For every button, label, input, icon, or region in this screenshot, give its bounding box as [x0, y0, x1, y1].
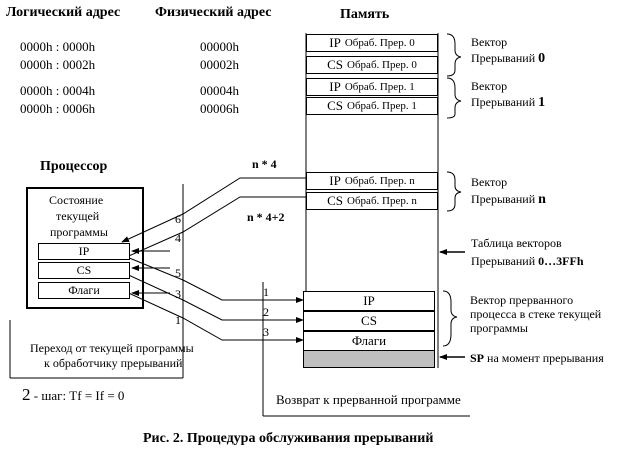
processor-reg-cs: CS	[38, 262, 130, 279]
stack-cell-flags: Флаги	[303, 331, 435, 351]
cell-text: Обраб. Прер. n	[344, 175, 415, 187]
step-number: 3	[175, 287, 181, 301]
header-physical: Физический адрес	[155, 5, 272, 20]
step2-label: 2 - шаг: Tf = If = 0	[22, 386, 124, 403]
table-label-range: 0…3FFh	[538, 254, 584, 268]
vector-num: 1	[538, 95, 546, 110]
sp-label: SP на момент прерывания	[470, 352, 604, 364]
processor-title: Процессор	[40, 159, 108, 174]
vector-label: Прерываний 1	[471, 96, 545, 110]
vector-label: Вектор	[471, 35, 508, 49]
cell-reg: IP	[329, 173, 341, 188]
cell-reg: CS	[327, 193, 344, 208]
processor-state: программы	[50, 225, 108, 239]
processor-box	[26, 187, 144, 309]
physical-address: 00006h	[200, 101, 239, 116]
step-number: 3	[263, 325, 269, 339]
vector-num: n	[538, 192, 546, 207]
vector-line2: Прерываний	[471, 51, 536, 65]
cell-reg: IP	[329, 79, 341, 94]
vector-line2: Прерываний	[471, 192, 536, 206]
stack-sp-cell	[303, 350, 435, 368]
cell-text: Обраб. Прер. 0	[347, 59, 417, 71]
physical-address: 00002h	[200, 57, 239, 72]
processor-state: Состояние	[49, 193, 104, 207]
processor-state: текущей	[56, 209, 100, 223]
cell-text: Обраб. Прер. 1	[347, 100, 417, 112]
cell-reg: CS	[327, 57, 344, 72]
figure-caption: Рис. 2. Процедура обслуживания прерывани…	[143, 431, 434, 446]
vector-label: Вектор	[471, 79, 508, 93]
memory-cell: IP Обраб. Прер. n	[306, 172, 438, 190]
sp-label-rest: на момент прерывания	[487, 351, 604, 365]
step2-text: - шаг: Tf = If = 0	[33, 388, 125, 403]
cell-reg: CS	[327, 98, 344, 113]
offset-n42: n * 4+2	[247, 210, 285, 224]
processor-reg-ip: IP	[38, 243, 130, 260]
memory-cell: CS Обраб. Прер. n	[306, 192, 438, 210]
header-logical: Логический адрес	[6, 5, 121, 20]
offset-n4: n * 4	[252, 157, 277, 171]
memory-cell: IP Обраб. Прер. 1	[306, 78, 438, 96]
stack-label: Вектор прерванного	[470, 293, 574, 307]
table-label-line2: Прерываний 0…3FFh	[471, 255, 584, 267]
vector-label: Вектор	[471, 175, 508, 189]
header-memory: Память	[340, 7, 390, 22]
step-number: 2	[263, 305, 269, 319]
physical-address: 00004h	[200, 83, 239, 98]
physical-address: 00000h	[200, 39, 239, 54]
stack-cell-cs: CS	[303, 311, 435, 331]
cell-reg: IP	[329, 35, 341, 50]
step2-num: 2	[22, 385, 31, 404]
transfer-label: к обработчику прерываний	[44, 356, 183, 370]
logical-address: 0000h : 0000h	[20, 39, 96, 54]
logical-address: 0000h : 0006h	[20, 101, 96, 116]
vector-line2: Прерываний	[471, 95, 536, 109]
processor-reg-flags: Флаги	[38, 282, 130, 299]
vector-label: Прерываний 0	[471, 52, 545, 66]
step-number: 1	[175, 313, 181, 327]
memory-cell: IP Обраб. Прер. 0	[306, 34, 438, 52]
vector-braces	[442, 33, 462, 347]
cell-text: Обраб. Прер. n	[347, 195, 417, 207]
step-number: 5	[175, 266, 181, 280]
step-number: 4	[175, 231, 181, 245]
logical-address: 0000h : 0004h	[20, 83, 96, 98]
table-label-prefix: Прерываний	[471, 254, 536, 268]
step-number: 6	[175, 212, 181, 226]
memory-cell: CS Обраб. Прер. 0	[306, 56, 438, 74]
step-number: 1	[263, 285, 269, 299]
sp-label-bold: SP	[470, 351, 485, 365]
vector-num: 0	[538, 51, 546, 66]
stack-label: процесса в стеке текущей	[470, 307, 602, 321]
memory-cell: CS Обраб. Прер. 1	[306, 97, 438, 115]
vector-label: Прерываний n	[471, 193, 546, 207]
stack-label: программы	[470, 321, 528, 335]
stack-cell-ip: IP	[303, 291, 435, 311]
return-label: Возврат к прерванной программе	[276, 392, 461, 407]
cell-text: Обраб. Прер. 1	[344, 81, 415, 93]
transfer-label: Переход от текущей программы	[30, 341, 194, 355]
logical-address: 0000h : 0002h	[20, 57, 96, 72]
table-label-line1: Таблица векторов	[471, 236, 562, 250]
cell-text: Обраб. Прер. 0	[344, 37, 415, 49]
